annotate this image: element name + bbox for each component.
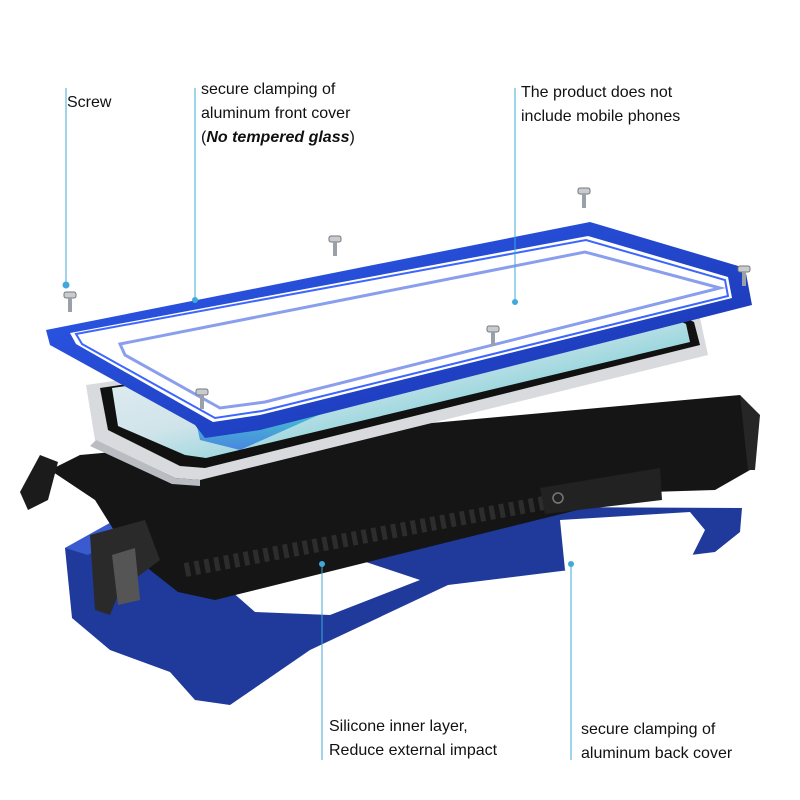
no-tempered-glass-note: No tempered glass [206,129,350,146]
screw-icon [195,388,209,409]
label-silicone-line2: Reduce external impact [329,742,498,759]
label-back-cover: secure clamping of aluminum back cover [581,718,732,766]
aluminum-front-cover [46,222,752,438]
label-silicone-line1: Silicone inner layer, [329,718,468,735]
screw-icon [737,265,751,286]
paren-open: ( [201,129,207,146]
label-front-cover-line2: aluminum front cover [201,105,351,122]
label-screw: Screw [67,91,111,115]
paren-close: ) [349,129,355,146]
label-front-cover-line1: secure clamping of [201,81,336,98]
callout-lines [62,88,574,760]
label-back-cover-line1: secure clamping of [581,721,716,738]
screw-icon [486,325,500,346]
label-front-cover-line3: (No tempered glass) [201,126,355,150]
callout-dot-icon [319,561,325,567]
screw-icon [577,187,591,208]
label-back-cover-line2: aluminum back cover [581,745,733,762]
label-screw-text: Screw [67,94,112,111]
callout-dot-icon [568,561,574,567]
callout-dot-icon [512,299,518,305]
label-front-cover: secure clamping of aluminum front cover … [201,78,355,150]
label-no-phone-line2: include mobile phones [521,108,681,125]
label-silicone: Silicone inner layer, Reduce external im… [329,715,497,763]
screw-icon [328,235,342,256]
callout-dot-icon [192,297,198,303]
label-no-phone-line1: The product does not [521,84,673,101]
callout-dot-icon [62,281,70,289]
label-no-phone: The product does not include mobile phon… [521,81,680,129]
screw-icon [63,291,77,312]
